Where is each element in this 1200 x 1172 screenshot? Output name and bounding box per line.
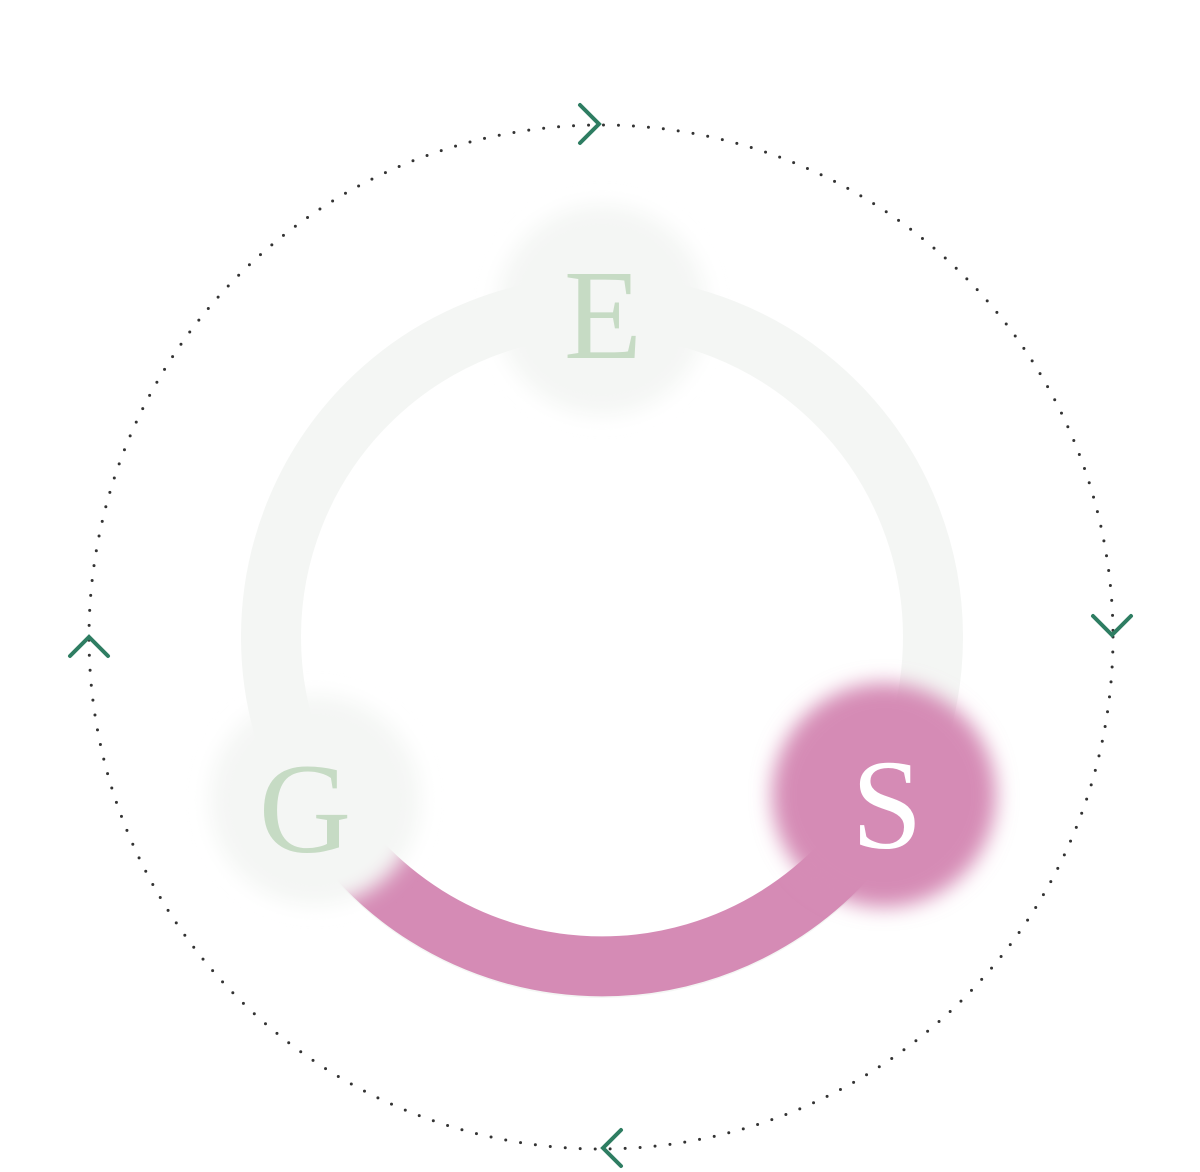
arrow-left-icon <box>600 1128 623 1168</box>
node-s-label: S <box>851 734 922 876</box>
node-e[interactable]: E <box>497 205 707 415</box>
node-g-label: G <box>259 738 351 880</box>
arrow-down-icon <box>1091 614 1133 638</box>
node-s[interactable]: S <box>772 683 996 907</box>
arrow-up-icon <box>68 634 110 658</box>
node-g[interactable]: G <box>210 695 420 905</box>
node-e-circle <box>497 205 707 415</box>
node-g-circle <box>210 695 420 905</box>
outer-dotted-circle <box>87 123 1115 1151</box>
node-s-circle <box>772 683 996 907</box>
node-e-label: E <box>564 244 642 386</box>
arrow-right-icon <box>578 103 602 145</box>
